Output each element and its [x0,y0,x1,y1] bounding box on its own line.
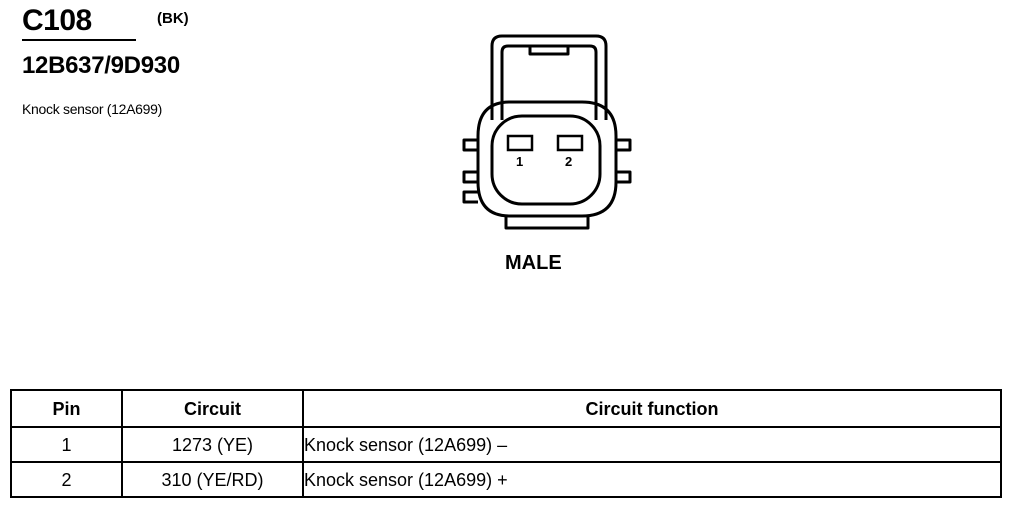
housing-outline [476,100,618,218]
circuit-cell: 1273 (YE) [121,426,304,463]
pin-table: Pin Circuit Circuit function 1 1273 (YE)… [10,389,1002,498]
locking-tab-inner [500,44,598,120]
pin-cavity-1 [506,134,534,152]
base-collar [504,216,590,230]
pin-cell: 1 [10,426,123,463]
gender-label: MALE [505,252,562,274]
left-key-rib [462,138,478,204]
connector-face-drawing: 1 2 [462,34,632,230]
latch-notch [528,46,570,56]
pin-cell: 2 [10,461,123,498]
connector-description: Knock sensor (12A699) [22,101,163,117]
table-row: 1 1273 (YE) Knock sensor (12A699) – [10,426,1002,463]
column-header-circuit: Circuit [121,389,304,428]
part-number: 12B637/9D930 [22,52,180,79]
column-header-circuit-function: Circuit function [302,389,1002,428]
connector-id: C108 [22,4,92,37]
circuit-function-cell: Knock sensor (12A699) + [302,461,1002,498]
mating-face [490,114,602,206]
pin-cavity-2 [556,134,584,152]
connector-color: (BK) [157,10,189,27]
table-header-row: Pin Circuit Circuit function [10,389,1002,428]
connector-id-underline [22,39,136,41]
right-key-rib [616,138,632,184]
locking-tab-outline [490,34,608,120]
circuit-cell: 310 (YE/RD) [121,461,304,498]
column-header-pin: Pin [10,389,123,428]
pin-label: 1 [516,154,523,169]
pin-label: 2 [565,154,572,169]
table-row: 2 310 (YE/RD) Knock sensor (12A699) + [10,461,1002,498]
circuit-function-cell: Knock sensor (12A699) – [302,426,1002,463]
